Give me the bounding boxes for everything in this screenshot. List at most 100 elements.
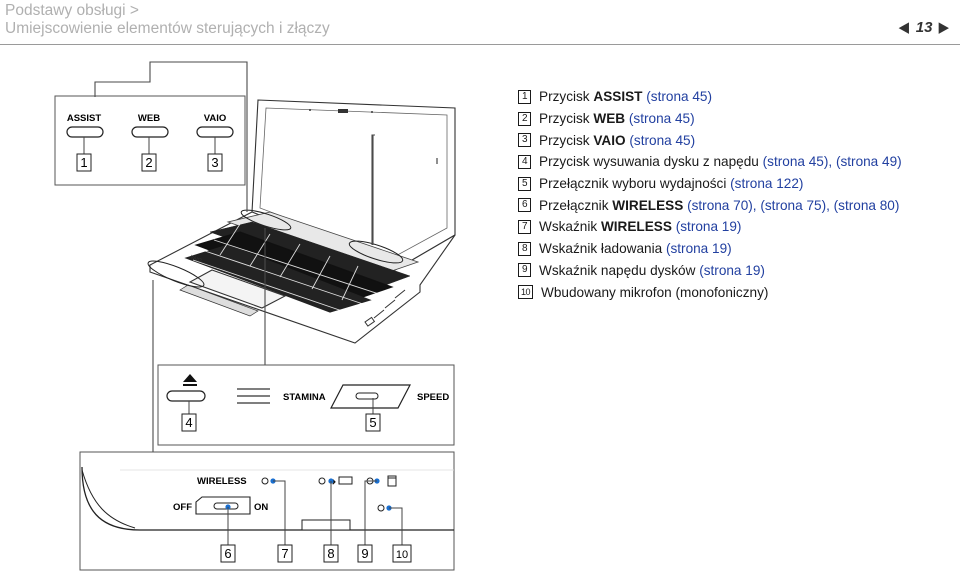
legend-number: 7 <box>518 219 531 234</box>
legend-text: Wskaźnik ładowania <box>539 241 666 257</box>
legend-number: 3 <box>518 133 531 148</box>
page-reference-link[interactable]: (strona 45) <box>646 89 712 105</box>
page-reference-link[interactable]: (strona 49) <box>835 154 902 170</box>
web-label: WEB <box>138 113 160 124</box>
legend-item: 2 Przycisk WEB (strona 45) <box>518 108 902 130</box>
legend-item: 5 Przełącznik wyboru wydajności (strona 1… <box>518 173 902 195</box>
legend-number: 8 <box>518 241 531 256</box>
web-button <box>131 126 169 138</box>
assist-button <box>66 126 104 138</box>
page-reference-link[interactable]: (strona 19) <box>699 262 765 278</box>
callout-5 <box>365 413 381 432</box>
vaio-button <box>196 126 234 138</box>
detail-connectors <box>94 61 375 452</box>
callout-9 <box>357 544 373 563</box>
page-reference-link[interactable]: (strona 80) <box>833 197 900 213</box>
legend-item: 4 Przycisk wysuwania dysku z napędu (stro… <box>518 151 902 173</box>
page-navigation: ◀ 13 ▶ <box>898 18 950 37</box>
legend-text: Przycisk <box>539 89 594 105</box>
callout-3 <box>207 153 223 172</box>
legend-text: Przycisk <box>539 111 594 127</box>
vent-slots <box>237 388 270 404</box>
stamina-label: STAMINA <box>283 392 326 403</box>
svg-text:6: 6 <box>224 546 231 561</box>
legend-number: 6 <box>518 198 531 213</box>
svg-text:2: 2 <box>145 155 152 170</box>
svg-text:5: 5 <box>369 415 376 430</box>
page-reference-link[interactable]: (strona 122) <box>730 176 804 192</box>
wireless-label: WIRELESS <box>197 476 247 487</box>
off-label: OFF <box>173 502 192 513</box>
battery-icon <box>338 476 353 485</box>
legend-bold-term: WEB <box>593 111 626 127</box>
legend-text: Przełącznik <box>539 197 613 213</box>
legend-number: 4 <box>518 154 531 169</box>
svg-text:7: 7 <box>281 546 288 561</box>
legend-number: 10 <box>518 285 533 300</box>
callout-4 <box>181 413 197 432</box>
front-edge-leaders <box>227 480 403 545</box>
header-divider <box>0 44 960 45</box>
callout-10 <box>392 544 412 563</box>
front-slot <box>301 519 351 531</box>
legend-text: Wskaźnik napędu dysków <box>539 262 700 278</box>
speed-label: SPEED <box>417 392 449 403</box>
legend-item: 7 Wskaźnik WIRELESS (strona 19) <box>518 216 902 238</box>
legend-number: 1 <box>518 89 531 104</box>
page-reference-link[interactable]: (strona 45) <box>629 132 696 148</box>
laptop-illustration: VAIO <box>148 99 456 344</box>
svg-text:4: 4 <box>185 415 192 430</box>
callout-7 <box>277 544 293 563</box>
previous-page-icon[interactable]: ◀ <box>898 19 910 36</box>
next-page-icon[interactable]: ▶ <box>939 19 950 36</box>
page-reference-link[interactable]: (strona 70) <box>687 197 753 213</box>
assist-label: ASSIST <box>67 113 102 124</box>
performance-detail-frame <box>157 364 455 446</box>
page-reference-link[interactable]: (strona 19) <box>675 219 742 235</box>
legend-link-separator: , <box>826 197 834 213</box>
microphone-icon <box>377 504 385 512</box>
legend-bold-term: VAIO <box>593 132 626 148</box>
page-number: 13 <box>915 18 933 36</box>
eject-icon <box>183 374 197 382</box>
page-reference-link[interactable]: (strona 75) <box>760 197 827 213</box>
highlight-selector <box>348 240 404 264</box>
legend-link-separator: , <box>828 154 836 170</box>
page-reference-link[interactable]: (strona 45) <box>762 154 829 170</box>
page-reference-link[interactable]: (strona 45) <box>628 111 695 127</box>
legend-link-separator: , <box>752 197 761 213</box>
svg-text:1: 1 <box>80 155 87 170</box>
highlight-top-buttons <box>240 209 292 231</box>
breadcrumb-title: Umiejscowienie elementów sterujących i z… <box>5 20 330 37</box>
vaio-label: VAIO <box>204 113 227 124</box>
svg-text:3: 3 <box>211 155 218 170</box>
wireless-indicator-icon <box>261 477 269 485</box>
callout-8 <box>323 544 339 563</box>
charge-indicator-icon <box>318 477 326 485</box>
front-edge-detail-frame <box>79 451 455 571</box>
page-reference-link[interactable]: (strona 19) <box>665 241 732 257</box>
legend-number: 5 <box>518 176 531 191</box>
legend-item: 10 Wbudowany mikrofon (monofoniczny) <box>518 281 902 303</box>
legend-text: Wbudowany mikrofon (monofoniczny) <box>541 284 769 300</box>
legend-text: Przycisk <box>539 132 594 148</box>
legend-text: Przycisk wysuwania dysku z napędu <box>539 154 763 170</box>
laptop-logo: VAIO <box>189 254 202 264</box>
legend-text: Wskaźnik <box>539 219 601 235</box>
breadcrumb-section[interactable]: Podstawy obsługi > <box>5 2 139 19</box>
legend-item: 3 Przycisk VAIO (strona 45) <box>518 129 902 151</box>
legend-bold-term: WIRELESS <box>600 219 672 235</box>
callout-1 <box>76 153 92 172</box>
legend-text: Przełącznik wyboru wydajności <box>539 176 731 192</box>
callouts-6-10: 6 7 8 9 10 <box>220 544 412 563</box>
svg-text:10: 10 <box>396 549 408 561</box>
callout-6 <box>220 544 236 563</box>
legend-number: 2 <box>518 111 531 126</box>
eject-button <box>166 390 206 402</box>
page-header: Podstawy obsługi > Umiejscowienie elemen… <box>0 0 960 45</box>
svg-text:9: 9 <box>361 546 368 561</box>
